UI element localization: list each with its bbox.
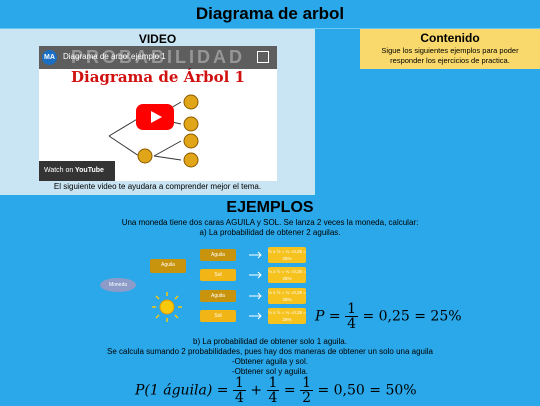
video-caption: El siguiente video te ayudara a comprend… [53,182,262,191]
examples-part-b-explain: Se calcula sumando 2 probabilidades, pue… [107,347,433,356]
formula-b: P(1 águila) = 1 4 + 1 4 = 1 2 = 0,50 = 5… [135,375,417,406]
formula-a: P = 1 4 = 0,25 = 25% [315,302,462,331]
formula-b-rhs: = 0,50 = 50% [317,382,417,399]
tree-level2-2: Sol [200,269,236,281]
youtube-logo-icon: YouTube [75,167,104,174]
tree-result-4: ½ x ½ = ¼ =0,25 = 25% [268,308,306,324]
examples-intro: Una moneda tiene dos caras AGUILA y SOL.… [121,218,419,227]
examples-part-a: a) La probabilidad de obtener 2 aguilas. [199,228,341,237]
video-panel: VIDEO Diagrama de Árbol 1 PROBABILID [0,29,315,195]
share-icon[interactable] [257,51,269,63]
watch-on-youtube-button[interactable]: Watch on YouTube [39,161,115,181]
examples-heading: EJEMPLOS [226,199,314,216]
tree-level2-1: Aguila [200,249,236,261]
examples-option-2: -Obtener sol y aguila. [231,367,309,376]
channel-avatar[interactable]: MA [42,50,57,65]
video-watermark: PROBABILIDAD [71,47,245,67]
examples-option-1: -Obtener aguila y sol. [231,357,309,366]
contenido-panel: Contenido Sigue los siguientes ejemplos … [360,29,540,69]
tree-result-3: ½ x ½ = ¼ =0,25 = 25% [268,288,306,304]
examples-part-b: b) La probabilidad de obtener solo 1 agu… [193,337,347,346]
tree-result-1: ½ x ½ = ¼ =0,25 = 25% [268,247,306,263]
tree-result-2: ½ x ½ = ¼ =0,25 = 25% [268,267,306,283]
tree-level2-4: Sol [200,310,236,322]
formula-a-fraction: 1 4 [345,301,358,332]
video-tree-illustration [108,94,199,168]
contenido-text: Sigue los siguientes ejemplos para poder… [381,46,519,65]
tree-level2-3: Aguila [200,290,236,302]
tree-connectors [152,251,262,322]
tree-root: Moneda [100,278,136,292]
video-heading: VIDEO [138,32,177,46]
video-inner-title: Diagrama de Árbol 1 [71,68,245,86]
tree-level1-aguila: Aguila [150,259,186,273]
tree-diagram: Moneda Aguila Aguila Sol Aguila Sol ½ x … [0,240,540,332]
video-player[interactable]: Diagrama de Árbol 1 PROBABILIDAD MA Diag… [39,46,277,181]
formula-a-lhs: P = [315,308,341,325]
formula-a-rhs: = 0,25 = 25% [362,308,462,325]
sun-icon [152,292,182,322]
video-topbar: PROBABILIDAD MA Diagrama de arbol ejempl… [39,46,277,69]
page-title: Diagrama de arbol [0,0,540,29]
formula-b-lhs: P(1 águila) = [135,382,229,399]
play-button[interactable] [136,104,174,130]
video-title-link[interactable]: Diagrama de arbol ejemplo 1 [63,52,166,61]
contenido-heading: Contenido [420,31,480,45]
watch-label: Watch on [44,167,74,174]
